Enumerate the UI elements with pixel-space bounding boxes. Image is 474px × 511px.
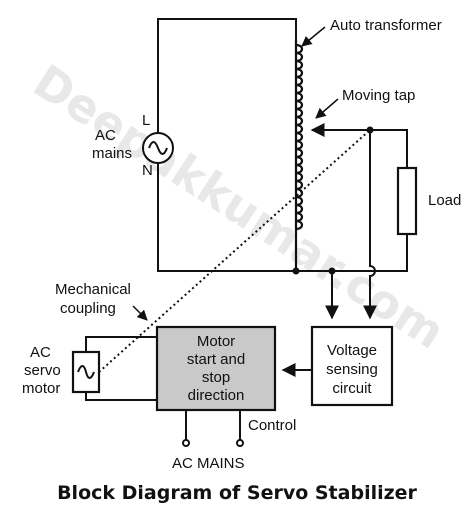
auto-transformer-label: Auto transformer bbox=[330, 17, 442, 34]
servo-motor-symbol bbox=[71, 350, 101, 394]
mains-label-2: mains bbox=[92, 145, 132, 162]
voltage-block-line3: circuit bbox=[332, 380, 372, 397]
auto-transformer-coil bbox=[294, 40, 304, 271]
servo-label-2: servo bbox=[24, 362, 61, 379]
control-terminals bbox=[182, 410, 244, 447]
motor-control-block bbox=[155, 325, 277, 412]
mechanical-coupling-line bbox=[98, 129, 371, 373]
ac-source-symbol bbox=[142, 132, 174, 164]
neutral-label: N bbox=[142, 162, 153, 179]
auto-transformer-pointer bbox=[301, 26, 326, 47]
sensing-lines bbox=[325, 130, 377, 320]
load-label: Load bbox=[428, 192, 461, 209]
voltage-block-line1: Voltage bbox=[327, 342, 377, 359]
mains-label-1: AC bbox=[95, 127, 116, 144]
mains-wiring bbox=[157, 18, 297, 272]
servo-label-3: motor bbox=[22, 380, 60, 397]
moving-tap-pointer bbox=[315, 98, 339, 119]
line-label: L bbox=[142, 112, 150, 129]
motor-block-line1: Motor bbox=[197, 333, 235, 350]
voltage-block-line2: sensing bbox=[326, 361, 378, 378]
motor-wiring bbox=[85, 336, 157, 401]
mechanical-label-1: Mechanical bbox=[55, 281, 131, 298]
motor-block-line4: direction bbox=[188, 387, 245, 404]
motor-block-line2: start and bbox=[187, 351, 245, 368]
mechanical-label-2: coupling bbox=[60, 300, 116, 317]
mechanical-coupling-pointer bbox=[132, 305, 148, 321]
load-resistor bbox=[396, 166, 418, 236]
servo-label-1: AC bbox=[30, 344, 51, 361]
control-label: Control bbox=[248, 417, 296, 434]
motor-block-line3: stop bbox=[202, 369, 230, 386]
moving-tap-label: Moving tap bbox=[342, 87, 415, 104]
diagram-title: Block Diagram of Servo Stabilizer bbox=[57, 482, 417, 504]
voltage-sensing-block bbox=[310, 325, 394, 407]
ac-mains-bottom-label: AC MAINS bbox=[172, 455, 245, 472]
